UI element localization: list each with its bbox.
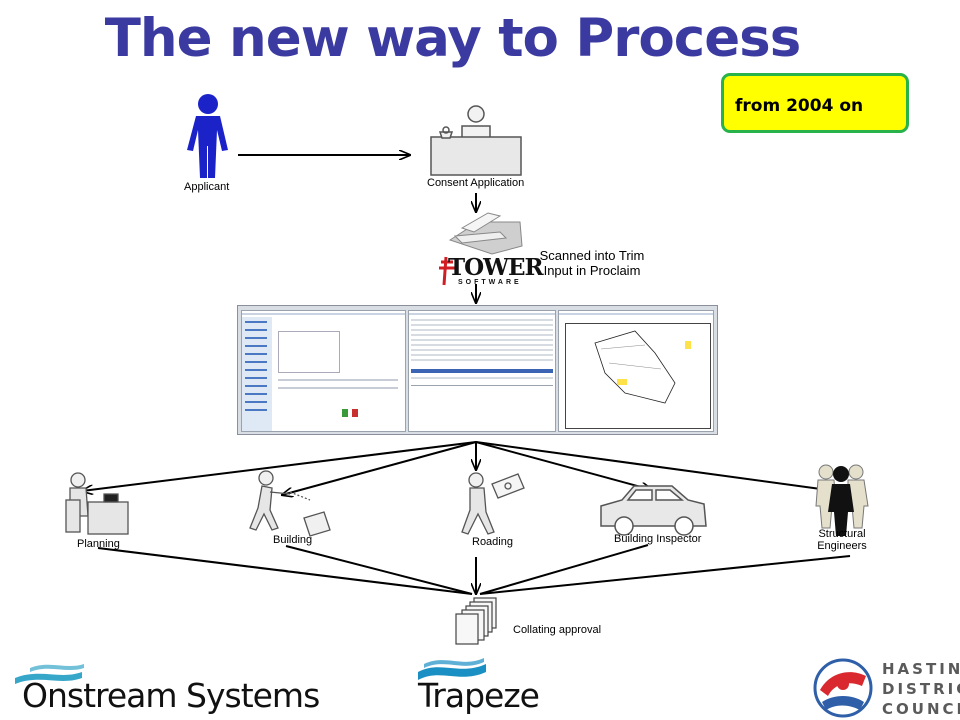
- car-icon: [600, 485, 707, 536]
- label-collating-approval: Collating approval: [513, 624, 602, 636]
- hdc-line2: DISTRICT: [882, 680, 960, 698]
- structural-engineers-icon: [815, 464, 869, 536]
- label-building-inspector: Building Inspector: [614, 533, 702, 545]
- applicant-figure-icon: [187, 94, 228, 178]
- page-title: The new way to Process: [104, 8, 802, 69]
- tower-logo-subtext: SOFTWARE: [458, 279, 522, 286]
- label-scanned-line1: Scanned into Trim: [539, 248, 645, 263]
- hdc-line1: HASTINGS: [882, 660, 960, 678]
- label-structural-engineers: Structural Engineers: [806, 528, 878, 552]
- proclaim-window: [241, 310, 406, 432]
- hdc-line3: COUNCIL: [882, 700, 960, 718]
- label-scanned-line2: Input in Proclaim: [543, 263, 641, 278]
- trim-window: [408, 310, 556, 432]
- label-structural-line1: Structural: [818, 528, 866, 540]
- label-planning: Planning: [77, 538, 120, 550]
- planning-desk-icon: [65, 472, 129, 535]
- tower-logo-text: TOWER: [448, 254, 544, 281]
- label-roading: Roading: [472, 536, 513, 548]
- scanner-icon: [448, 212, 523, 255]
- onstream-logo-text: Onstream Systems: [22, 676, 320, 715]
- onstream-logo-icon: [15, 664, 84, 684]
- map-window: [558, 310, 714, 432]
- date-badge: from 2004 on: [721, 73, 909, 133]
- consent-desk-icon: [430, 105, 522, 176]
- collate-lines: [97, 544, 851, 594]
- fanout-arrows: [82, 441, 828, 495]
- trapeze-logo-text: Trapeze: [418, 676, 540, 715]
- label-structural-line2: Engineers: [817, 540, 867, 552]
- label-building: Building: [273, 534, 313, 546]
- site-map: [594, 330, 691, 404]
- label-applicant: Applicant: [184, 181, 230, 193]
- tower-logo-icon: [439, 256, 455, 286]
- documents-stack-icon: [455, 597, 497, 645]
- hdc-crest-icon: [813, 658, 873, 718]
- label-scanned: Scanned into Trim Input in Proclaim: [528, 248, 656, 278]
- roading-person-icon: [461, 472, 525, 535]
- building-person-icon: [249, 470, 331, 537]
- system-screenshot: [237, 305, 718, 435]
- label-consent-application: Consent Application: [427, 177, 525, 189]
- trapeze-logo-icon: [418, 658, 486, 680]
